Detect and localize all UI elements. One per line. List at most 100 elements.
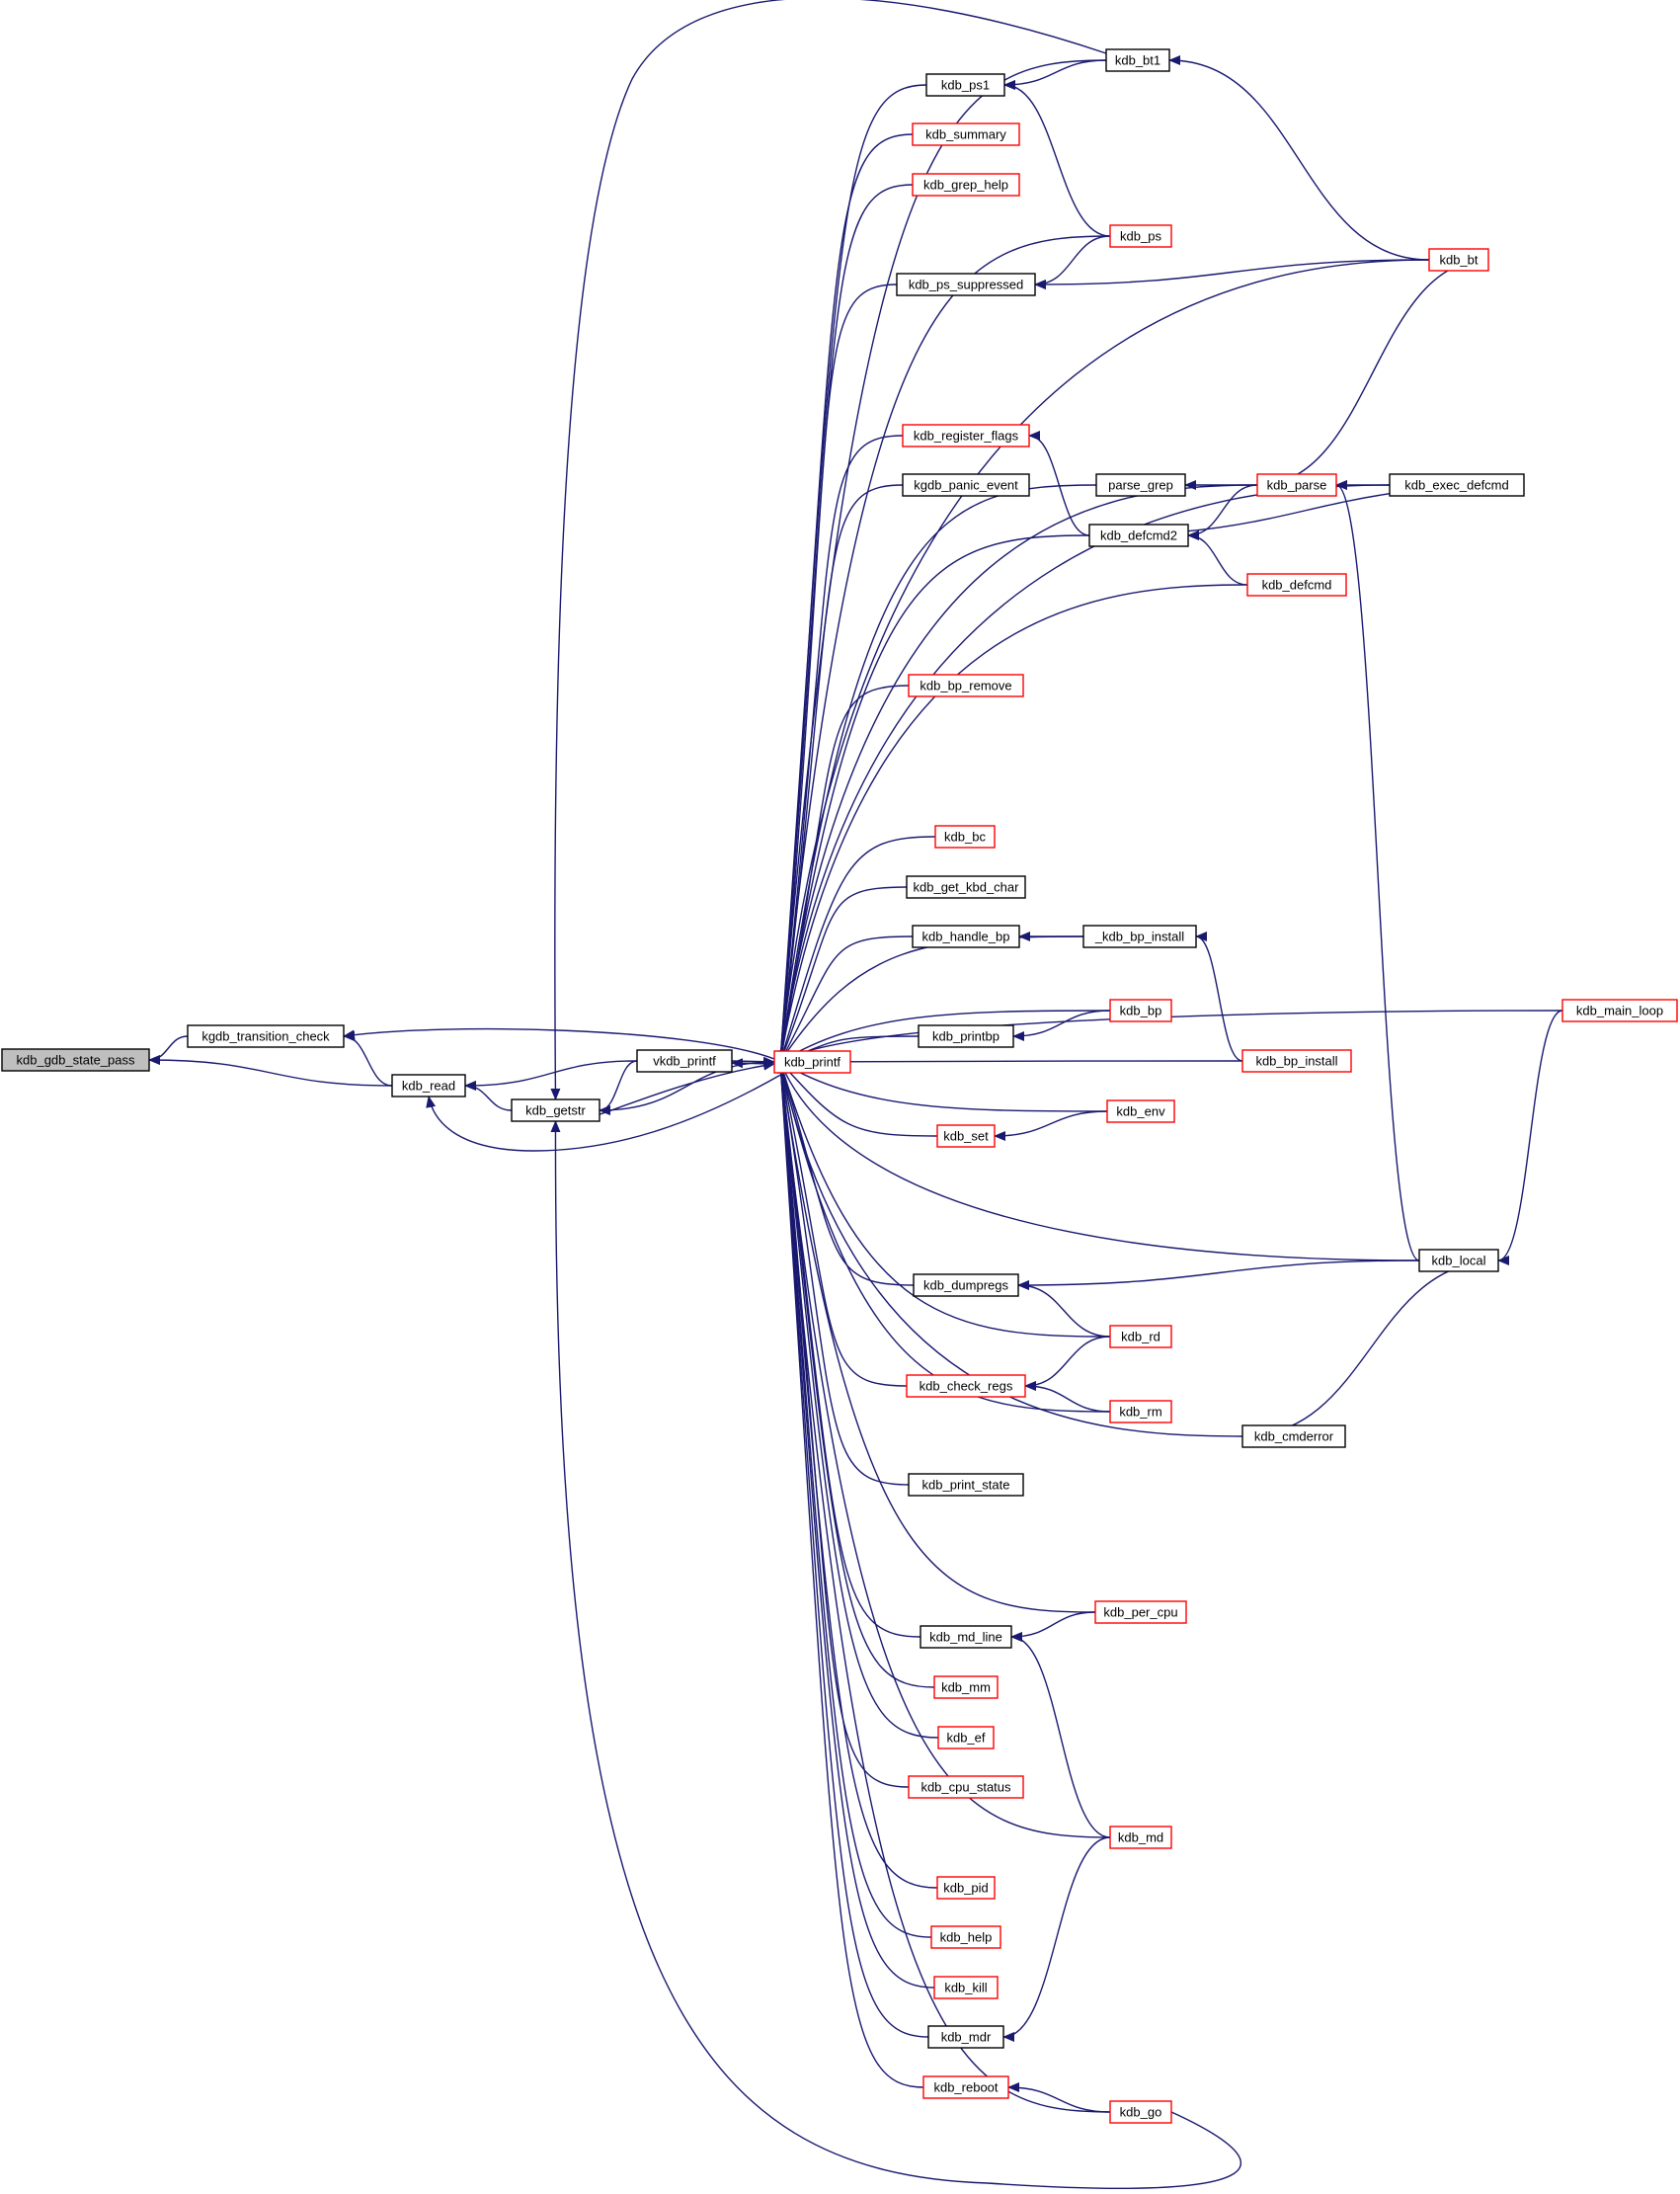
node-box [936, 1124, 996, 1148]
node-box [1109, 2100, 1172, 2124]
node-kdb-per-cpu[interactable]: kdb_per_cpu [1094, 1600, 1187, 1624]
node-kdb-bc[interactable]: kdb_bc [934, 825, 996, 849]
node-kdb-ps-suppressed[interactable]: kdb_ps_suppressed [896, 273, 1036, 296]
node-kdb-dumpregs[interactable]: kdb_dumpregs [913, 1273, 1019, 1297]
node-vkdb-printf[interactable]: vkdb_printf [636, 1049, 733, 1073]
node-label: kdb_ef [946, 1731, 985, 1746]
node-kdb-local[interactable]: kdb_local [1418, 1249, 1499, 1272]
node-kdb-env[interactable]: kdb_env [1106, 1099, 1175, 1123]
edge-kdb_getstr-to-kdb_printf [599, 1060, 775, 1115]
node-kdb-set[interactable]: kdb_set [936, 1124, 996, 1148]
edge-kdb_cpu_status-to-kdb_printf [776, 1061, 910, 1788]
node-kdb-mm[interactable]: kdb_mm [933, 1675, 999, 1699]
node-box [912, 122, 1020, 146]
edge-kdb_read-to-kgdb_transition_check [343, 1031, 393, 1087]
node-kdb-go[interactable]: kdb_go [1109, 2100, 1172, 2124]
edge-kdb_dumpregs-to-kdb_printf [778, 1061, 915, 1286]
node-label: kdb_bt [1439, 253, 1478, 268]
node-kdb-bt1[interactable]: kdb_bt1 [1105, 48, 1170, 72]
node-kdb-defcmd2[interactable]: kdb_defcmd2 [1088, 524, 1189, 547]
node-label: kdb_exec_defcmd [1404, 478, 1509, 493]
node-kdb-read[interactable]: kdb_read [391, 1074, 466, 1097]
edge-kdb_kill-to-kdb_printf [775, 1061, 935, 1989]
node-label: kdb_printf [784, 1055, 840, 1070]
node-kdb-ps1[interactable]: kdb_ps1 [925, 73, 1005, 97]
node-box [906, 875, 1026, 899]
node-kdb-get-kbd-char[interactable]: kdb_get_kbd_char [906, 875, 1026, 899]
node-kdb-print-state[interactable]: kdb_print_state [908, 1473, 1024, 1497]
edge-kdb_md-to-kdb_mdr [1002, 1836, 1111, 2042]
edge-kdb_local-to-kdb_parse [1335, 480, 1420, 1261]
edge-kdb_bp-to-kdb_printf [779, 1010, 1111, 1063]
node-label: kdb_summary [925, 127, 1006, 142]
node-kdb-printf[interactable]: kdb_printf [773, 1050, 851, 1074]
node-kdb-cpu-status[interactable]: kdb_cpu_status [908, 1775, 1024, 1799]
edge-kdb_defcmd-to-kdb_defcmd2 [1187, 530, 1248, 586]
node-kdb-printbp[interactable]: kdb_printbp [918, 1024, 1014, 1048]
edge-kdb_printf-to-vkdb_printf [731, 1058, 775, 1069]
edge-vkdb_printf-to-kdb_read [464, 1060, 638, 1091]
node-label: kgdb_panic_event [914, 478, 1018, 493]
node-box [1109, 1826, 1172, 1849]
node-kgdb-transition-check[interactable]: kgdb_transition_check [187, 1024, 345, 1048]
node-kdb-kill[interactable]: kdb_kill [933, 1976, 999, 1999]
node--kdb-bp-install[interactable]: _kdb_bp_install [1082, 925, 1197, 948]
node-kdb-rd[interactable]: kdb_rd [1109, 1325, 1172, 1348]
node-label: kgdb_transition_check [201, 1029, 330, 1044]
node-box [912, 173, 1020, 197]
edge-kdb_per_cpu-to-kdb_md_line [1010, 1611, 1096, 1642]
node-kdb-bp-install[interactable]: kdb_bp_install [1241, 1049, 1352, 1073]
node-box [913, 1273, 1019, 1297]
node-kdb-md-line[interactable]: kdb_md_line [920, 1625, 1012, 1649]
node-label: kdb_cpu_status [920, 1780, 1011, 1795]
node-label: kdb_bp [1120, 1004, 1162, 1018]
edge-kdb_local-to-kdb_printf [779, 1061, 1420, 1261]
edge-kdb_ps-to-kdb_ps_suppressed [1034, 235, 1111, 289]
node-kdb-reboot[interactable]: kdb_reboot [922, 2075, 1009, 2099]
node-label: kdb_bc [944, 830, 986, 845]
node-kdb-mdr[interactable]: kdb_mdr [927, 2025, 1004, 2049]
node-label: kdb_go [1120, 2105, 1162, 2120]
edge-kdb_help-to-kdb_printf [775, 1061, 932, 1938]
node-kdb-md[interactable]: kdb_md [1109, 1826, 1172, 1849]
edge-kdb_parse-to-kdb_bt [1256, 255, 1489, 486]
edge-kdb_printf-to-kdb_read [426, 1072, 785, 1152]
edge-kdb_rd-to-kdb_check_regs [1024, 1336, 1111, 1391]
node-kgdb-panic-event[interactable]: kgdb_panic_event [902, 473, 1030, 497]
node-kdb-cmderror[interactable]: kdb_cmderror [1241, 1424, 1346, 1448]
node-kdb-register-flags[interactable]: kdb_register_flags [902, 424, 1030, 447]
edge-kdb_go-to-kdb_printf [775, 1061, 1111, 2113]
node-kdb-grep-help[interactable]: kdb_grep_help [912, 173, 1020, 197]
node-label: kdb_ps1 [941, 78, 990, 93]
edges-layer [148, 0, 1563, 2189]
edge-kdb_mm-to-kdb_printf [776, 1061, 935, 1688]
node-kdb-exec-defcmd[interactable]: kdb_exec_defcmd [1389, 473, 1525, 497]
node-kdb-parse[interactable]: kdb_parse [1256, 473, 1337, 497]
node-kdb-bp[interactable]: kdb_bp [1109, 999, 1172, 1022]
node-kdb-help[interactable]: kdb_help [930, 1925, 1001, 1949]
edge-kdb_bt-to-kdb_ps_suppressed [1034, 259, 1430, 289]
node-kdb-bp-remove[interactable]: kdb_bp_remove [908, 674, 1024, 697]
node-parse-grep[interactable]: parse_grep [1095, 473, 1186, 497]
node-kdb-pid[interactable]: kdb_pid [936, 1876, 996, 1900]
node-kdb-gdb-state-pass[interactable]: kdb_gdb_state_pass [1, 1048, 150, 1072]
node-label: kdb_ps_suppressed [909, 278, 1023, 292]
node-kdb-rm[interactable]: kdb_rm [1109, 1400, 1172, 1423]
node-kdb-handle-bp[interactable]: kdb_handle_bp [912, 925, 1020, 948]
node-box [1082, 925, 1197, 948]
node-label: kdb_rm [1119, 1405, 1161, 1420]
node-kdb-check-regs[interactable]: kdb_check_regs [906, 1374, 1026, 1398]
edge-kdb_set-to-kdb_printf [779, 1061, 938, 1137]
node-box [930, 1925, 1001, 1949]
node-kdb-defcmd[interactable]: kdb_defcmd [1246, 573, 1347, 597]
node-kdb-getstr[interactable]: kdb_getstr [511, 1098, 600, 1122]
node-kdb-bt[interactable]: kdb_bt [1428, 248, 1489, 272]
node-box [511, 1098, 600, 1122]
node-kdb-summary[interactable]: kdb_summary [912, 122, 1020, 146]
node-label: kdb_per_cpu [1103, 1605, 1177, 1620]
edge-kdb_ps-to-kdb_ps1 [1003, 80, 1111, 237]
node-kdb-ef[interactable]: kdb_ef [937, 1726, 995, 1749]
node-kdb-ps[interactable]: kdb_ps [1109, 224, 1172, 248]
edge-kdb_print_state-to-kdb_printf [776, 1061, 910, 1486]
node-kdb-main-loop[interactable]: kdb_main_loop [1561, 999, 1678, 1022]
